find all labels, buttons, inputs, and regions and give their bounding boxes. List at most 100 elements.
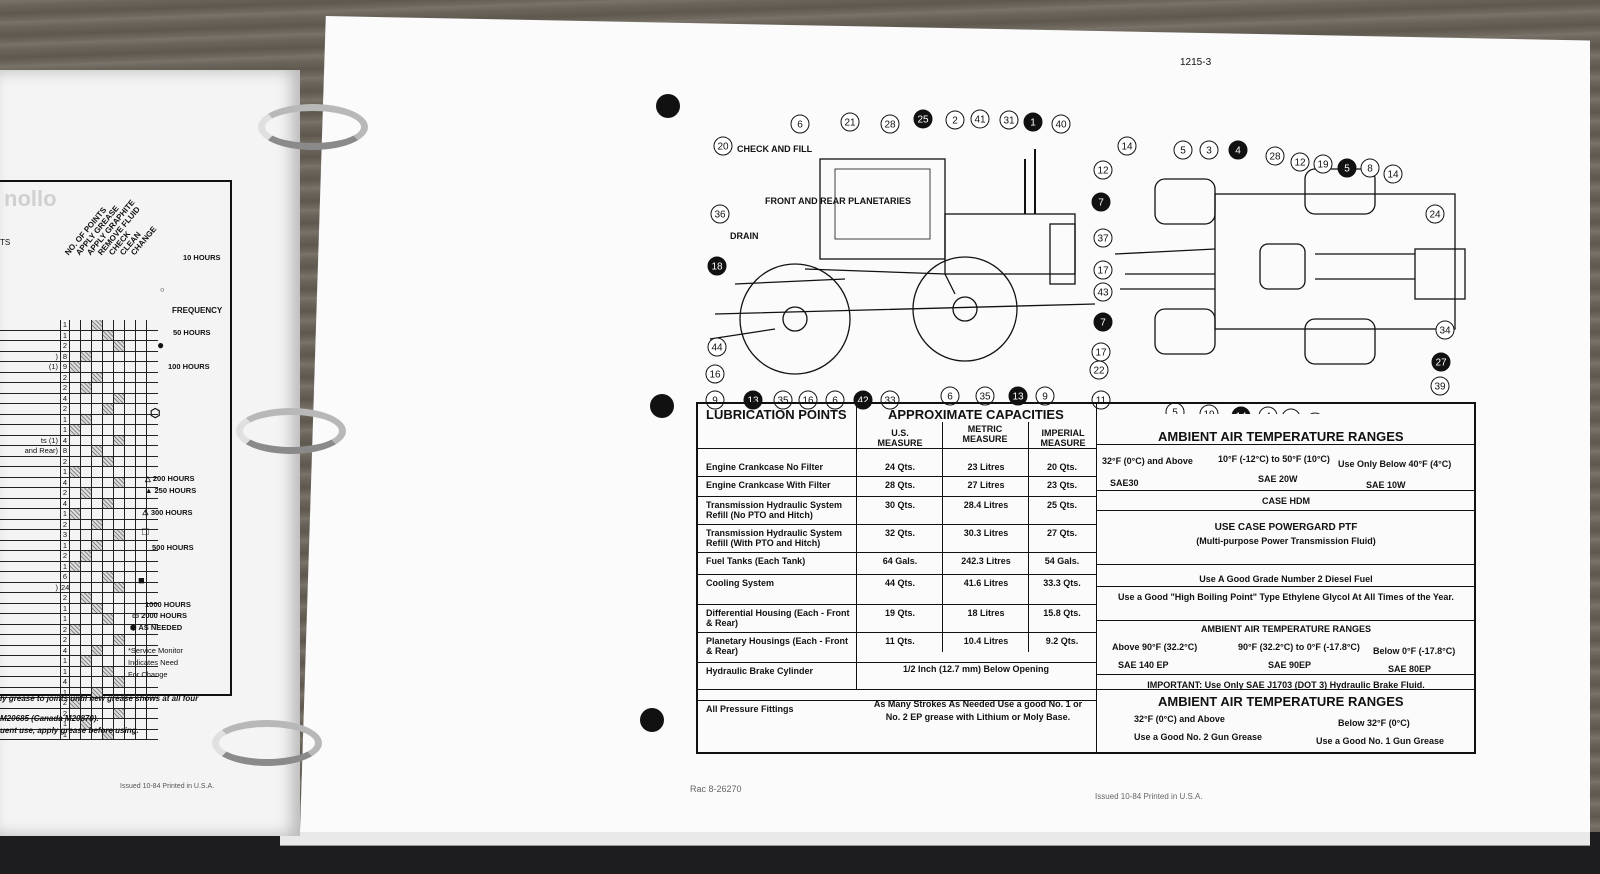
imperial-measure-value: 25 Qts. bbox=[1046, 500, 1077, 510]
schedule-cell bbox=[103, 414, 114, 424]
schedule-row: 4 bbox=[0, 677, 158, 688]
schedule-cell bbox=[125, 498, 136, 508]
callout-marker bbox=[945, 110, 965, 130]
schedule-row-name: (1) bbox=[48, 362, 58, 372]
schedule-cell bbox=[81, 582, 92, 592]
freq-100-hours: 100 HOURS bbox=[168, 362, 210, 371]
service-note-1: *Service Monitor bbox=[128, 646, 184, 655]
check-fill-label: CHECK AND FILL bbox=[737, 144, 813, 154]
schedule-cell bbox=[125, 467, 136, 477]
schedule-cell bbox=[92, 425, 103, 435]
schedule-cell bbox=[136, 488, 147, 498]
callout-marker bbox=[1091, 342, 1111, 362]
metric-measure-value: 27 Litres bbox=[967, 480, 1005, 490]
schedule-cell bbox=[114, 383, 125, 393]
schedule-cell bbox=[70, 414, 81, 424]
schedule-cell bbox=[103, 582, 114, 592]
schedule-cell bbox=[70, 729, 81, 739]
schedule-cell bbox=[70, 677, 81, 687]
schedule-cell bbox=[92, 551, 103, 561]
schedule-row: 4 bbox=[0, 645, 158, 656]
schedule-cell bbox=[103, 687, 114, 697]
callout-marker bbox=[1093, 160, 1113, 180]
ambient-gear-header: AMBIENT AIR TEMPERATURE RANGES bbox=[1200, 624, 1371, 634]
oil-grade-1: SAE30 bbox=[1110, 478, 1139, 488]
binder-ring-middle bbox=[236, 408, 346, 454]
schedule-row: 2 bbox=[0, 635, 158, 646]
schedule-cell bbox=[92, 477, 103, 487]
freq-300-hours: ⚠ 300 HOURS bbox=[142, 508, 193, 517]
schedule-cell bbox=[114, 446, 125, 456]
schedule-cell bbox=[81, 372, 92, 382]
schedule-cell bbox=[92, 719, 103, 729]
us-measure-value: 32 Qts. bbox=[884, 528, 915, 538]
temp-range-3: Use Only Below 40°F (4°C) bbox=[1338, 459, 1452, 469]
freq-500-hours: 500 HOURS bbox=[152, 543, 194, 552]
schedule-cell bbox=[136, 593, 147, 603]
callout-number: 14 bbox=[1387, 170, 1399, 181]
lubrication-point-name: Cooling System bbox=[706, 578, 775, 588]
schedule-row-count: 1 bbox=[60, 719, 70, 729]
schedule-cell bbox=[114, 677, 125, 687]
lubrication-point-name: Hydraulic Brake Cylinder bbox=[706, 666, 814, 676]
schedule-cell bbox=[125, 351, 136, 361]
schedule-cell bbox=[70, 393, 81, 403]
callout-marker bbox=[713, 136, 733, 156]
callout-number: 19 bbox=[1317, 160, 1329, 171]
schedule-cell bbox=[92, 645, 103, 655]
schedule-cell bbox=[70, 351, 81, 361]
schedule-cell bbox=[103, 666, 114, 676]
schedule-cell bbox=[70, 603, 81, 613]
callout-number: 33 bbox=[884, 396, 896, 407]
schedule-cell bbox=[125, 456, 136, 466]
schedule-cell bbox=[125, 362, 136, 372]
callout-marker bbox=[1258, 406, 1278, 414]
schedule-cell bbox=[103, 425, 114, 435]
callout-marker bbox=[707, 256, 727, 276]
schedule-cell bbox=[70, 435, 81, 445]
schedule-row: 2 bbox=[0, 708, 158, 719]
freq-200-label: 200 HOURS bbox=[152, 474, 195, 483]
schedule-cell bbox=[103, 593, 114, 603]
schedule-cell bbox=[70, 372, 81, 382]
schedule-row-count: 6 bbox=[60, 572, 70, 582]
schedule-cell bbox=[81, 656, 92, 666]
callout-marker bbox=[840, 112, 860, 132]
schedule-cell bbox=[81, 498, 92, 508]
diesel-fuel: Use A Good Grade Number 2 Diesel Fuel bbox=[1199, 574, 1373, 584]
schedule-cell bbox=[136, 603, 147, 613]
schedule-cell bbox=[136, 572, 147, 582]
schedule-cell bbox=[70, 330, 81, 340]
schedule-row: 1 bbox=[0, 603, 158, 614]
schedule-cell bbox=[125, 519, 136, 529]
schedule-cell bbox=[136, 666, 147, 676]
freq-10-hours: 10 HOURS bbox=[183, 253, 221, 262]
schedule-cell bbox=[114, 393, 125, 403]
schedule-row: 2 bbox=[0, 593, 158, 604]
schedule-cell bbox=[114, 425, 125, 435]
schedule-cell bbox=[136, 320, 147, 330]
schedule-cell bbox=[125, 383, 136, 393]
callout-number: 40 bbox=[1055, 120, 1067, 131]
schedule-cell bbox=[103, 341, 114, 351]
schedule-cell bbox=[92, 603, 103, 613]
schedule-cell bbox=[125, 593, 136, 603]
schedule-cell bbox=[125, 425, 136, 435]
callout-number: 36 bbox=[714, 210, 726, 221]
schedule-row: 2 bbox=[0, 698, 158, 709]
schedule-cell bbox=[70, 698, 81, 708]
brake-cylinder-value: 1/2 Inch (12.7 mm) Below Opening bbox=[902, 664, 1050, 674]
schedule-cell bbox=[103, 351, 114, 361]
schedule-cell bbox=[125, 561, 136, 571]
schedule-row: 3 bbox=[0, 530, 158, 541]
schedule-cell bbox=[70, 624, 81, 634]
schedule-cell bbox=[92, 404, 103, 414]
schedule-cell bbox=[125, 572, 136, 582]
schedule-row-count: 1 bbox=[60, 425, 70, 435]
schedule-cell bbox=[114, 603, 125, 613]
grease-note: ly grease to joints until new grease sho… bbox=[0, 694, 199, 703]
lubrication-point-name: Fuel Tanks (Each Tank) bbox=[706, 556, 806, 566]
schedule-cell bbox=[125, 656, 136, 666]
callout-number: 30 bbox=[1285, 414, 1297, 415]
callout-number: 28 bbox=[884, 120, 896, 131]
